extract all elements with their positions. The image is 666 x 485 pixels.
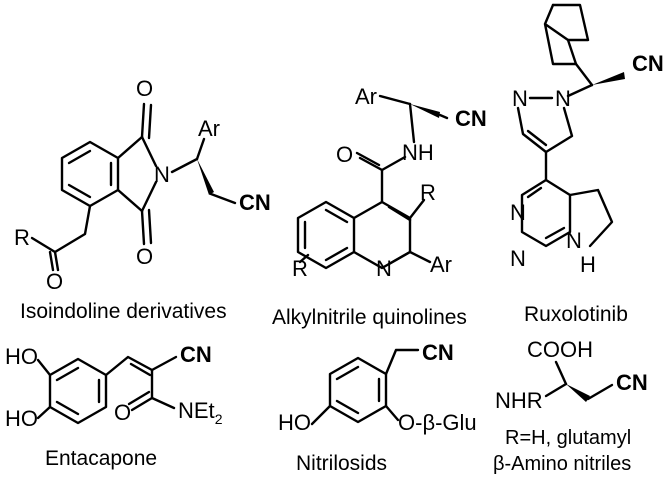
atom-r-benzo: R bbox=[292, 256, 308, 281]
nitrile-group: CN bbox=[455, 106, 487, 131]
entacapone-structure: HO HO CN O NEt2 bbox=[5, 342, 223, 431]
caption-ruxolitinib: Ruxolotinib bbox=[524, 303, 628, 326]
nitrile-group: CN bbox=[180, 342, 212, 367]
atom-n1-pyrazole: N bbox=[555, 86, 571, 111]
atom-n2-pyrazole: N bbox=[512, 86, 528, 111]
caption-beta-amino-nitriles: β-Amino nitriles bbox=[493, 453, 631, 475]
atom-n-pyrimidine-3: N bbox=[510, 200, 526, 225]
r-group-definition: R=H, glutamyl bbox=[505, 427, 631, 449]
atom-h-pyrrole: H bbox=[580, 252, 596, 277]
atom-ho-bottom: HO bbox=[5, 406, 38, 431]
atom-net2: NEt2 bbox=[178, 398, 223, 427]
atom-r: R bbox=[14, 225, 30, 250]
beta-amino-nitrile-structure: COOH NHR CN bbox=[495, 337, 648, 413]
caption-quinolines: Alkylnitrile quinolines bbox=[272, 306, 467, 329]
atom-o-amide: O bbox=[114, 400, 131, 425]
atom-nh-amide: NH bbox=[402, 140, 434, 165]
atom-n-pyrrole: N bbox=[566, 228, 582, 253]
atom-o-ketone: O bbox=[46, 269, 63, 294]
nitrile-group: CN bbox=[616, 370, 648, 395]
atom-o-top: O bbox=[136, 76, 153, 101]
nitrile-group: CN bbox=[239, 190, 271, 215]
atom-nhr: NHR bbox=[495, 388, 543, 413]
nitrile-group: CN bbox=[422, 340, 454, 365]
nitrile-group: CN bbox=[632, 51, 664, 76]
atom-cooh: COOH bbox=[527, 337, 593, 362]
atom-ar-c2: Ar bbox=[430, 252, 452, 277]
atom-r-c3: R bbox=[420, 180, 436, 205]
nitrilosid-structure: CN HO O-β-Glu bbox=[278, 340, 477, 435]
quinoline-structure: N R R Ar O NH Ar CN bbox=[292, 84, 487, 281]
isoindoline-structure: O O N Ar CN R O bbox=[14, 76, 271, 294]
atom-ho-top: HO bbox=[5, 344, 38, 369]
atom-o-amide: O bbox=[336, 142, 353, 167]
atom-o-glu: O-β-Glu bbox=[398, 410, 477, 435]
ruxolitinib-structure: CN N N N N N H bbox=[510, 3, 664, 277]
atom-n-quinoline: N bbox=[376, 256, 392, 281]
caption-isoindoline: Isoindoline derivatives bbox=[20, 300, 227, 323]
caption-nitrilosids: Nitrilosids bbox=[296, 452, 387, 475]
caption-entacapone: Entacapone bbox=[45, 447, 157, 470]
atom-ar-side: Ar bbox=[355, 84, 377, 109]
atom-ho: HO bbox=[278, 410, 311, 435]
atom-n-imide: N bbox=[154, 162, 170, 187]
atom-ar: Ar bbox=[198, 116, 220, 141]
atom-o-bottom: O bbox=[136, 244, 153, 269]
atom-n-pyrimidine-1: N bbox=[510, 246, 526, 271]
